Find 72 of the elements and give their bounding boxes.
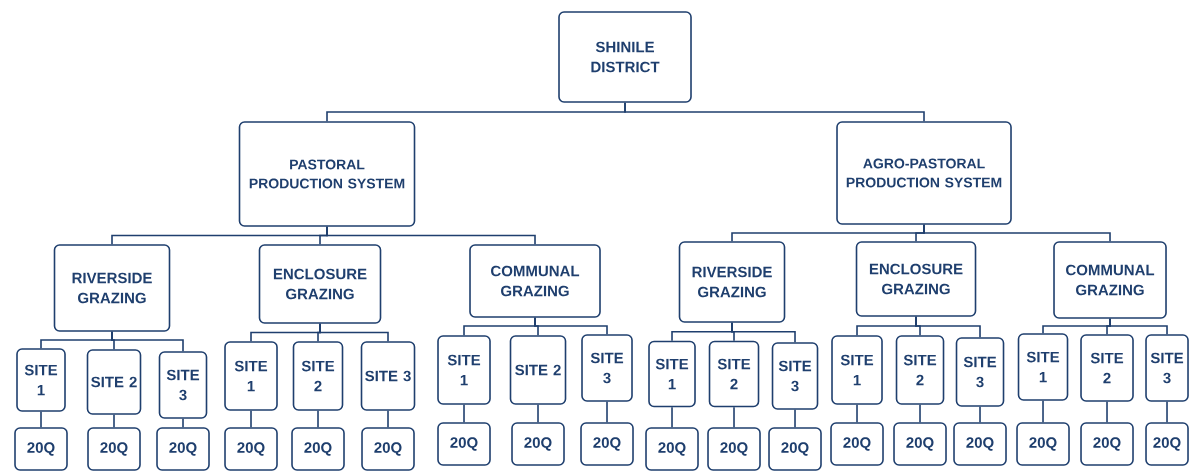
site-box: SITE 1 xyxy=(831,335,883,405)
site-box: SITE 3 xyxy=(581,334,633,402)
connector xyxy=(40,411,42,428)
connector xyxy=(1106,401,1108,423)
connector xyxy=(537,404,539,423)
connector xyxy=(463,404,465,423)
connector xyxy=(979,406,981,423)
site-box: SITE 2 xyxy=(292,341,344,411)
connector xyxy=(111,331,184,352)
result-box: 20Q xyxy=(511,422,565,466)
site-box: SITE 1 xyxy=(224,341,278,411)
site-box: SITE 3 xyxy=(1145,334,1189,402)
connector xyxy=(182,418,184,428)
result-box: 20Q xyxy=(1145,422,1189,466)
connector xyxy=(319,323,389,342)
site-box: SITE 1 xyxy=(16,348,66,412)
connector xyxy=(250,410,252,428)
grazing-box: COMMUNAL GRAZING xyxy=(469,244,601,318)
result-box: 20Q xyxy=(224,427,278,471)
result-box: 20Q xyxy=(1016,422,1070,466)
site-box: SITE 3 xyxy=(771,342,819,410)
result-box: 20Q xyxy=(1080,422,1134,466)
site-box: SITE 3 xyxy=(955,337,1005,407)
result-box: 20Q xyxy=(291,427,345,471)
connector xyxy=(1109,318,1168,335)
system-box: AGRO-PASTORAL PRODUCTION SYSTEM xyxy=(836,121,1012,225)
site-box: SITE 1 xyxy=(648,340,696,408)
result-box: 20Q xyxy=(953,422,1007,466)
result-box: 20Q xyxy=(645,427,699,471)
site-box: SITE 2 xyxy=(1080,334,1134,402)
connector xyxy=(733,406,735,428)
result-box: 20Q xyxy=(580,422,634,466)
district-box: SHINILE DISTRICT xyxy=(558,11,692,103)
result-box: 20Q xyxy=(707,427,761,471)
connector xyxy=(915,316,981,338)
site-box: SITE 2 xyxy=(509,335,567,405)
connector xyxy=(317,410,319,428)
grazing-box: RIVERSIDE GRAZING xyxy=(678,241,786,323)
connector xyxy=(919,404,921,423)
connector xyxy=(1042,400,1044,423)
site-box: SITE 2 xyxy=(708,340,760,408)
connector xyxy=(606,401,608,423)
result-box: 20Q xyxy=(768,427,822,471)
result-box: 20Q xyxy=(830,422,884,466)
grazing-box: ENCLOSURE GRAZING xyxy=(258,244,382,324)
site-box: SITE 2 xyxy=(895,335,945,405)
site-box: SITE 1 xyxy=(437,335,491,405)
grazing-box: ENCLOSURE GRAZING xyxy=(855,241,977,317)
connector xyxy=(624,102,925,122)
result-box: 20Q xyxy=(156,427,210,471)
connector xyxy=(923,224,1111,242)
connector xyxy=(326,226,536,245)
result-box: 20Q xyxy=(361,427,415,471)
site-box: SITE 1 xyxy=(1017,333,1069,401)
connector xyxy=(731,322,796,343)
result-box: 20Q xyxy=(87,427,141,471)
connector xyxy=(856,404,858,423)
connector xyxy=(794,409,796,428)
result-box: 20Q xyxy=(14,427,68,471)
site-box: SITE 3 xyxy=(158,351,208,419)
site-box: SITE 3 xyxy=(360,341,416,411)
result-box: 20Q xyxy=(893,422,947,466)
connector xyxy=(1166,401,1168,423)
connector xyxy=(671,406,673,428)
connector xyxy=(113,414,115,428)
site-box: SITE 2 xyxy=(86,349,142,415)
grazing-box: COMMUNAL GRAZING xyxy=(1053,241,1167,319)
result-box: 20Q xyxy=(437,422,491,466)
connector xyxy=(387,410,389,428)
grazing-box: RIVERSIDE GRAZING xyxy=(53,244,171,332)
connector xyxy=(534,317,608,335)
system-box: PASTORAL PRODUCTION SYSTEM xyxy=(238,121,416,227)
